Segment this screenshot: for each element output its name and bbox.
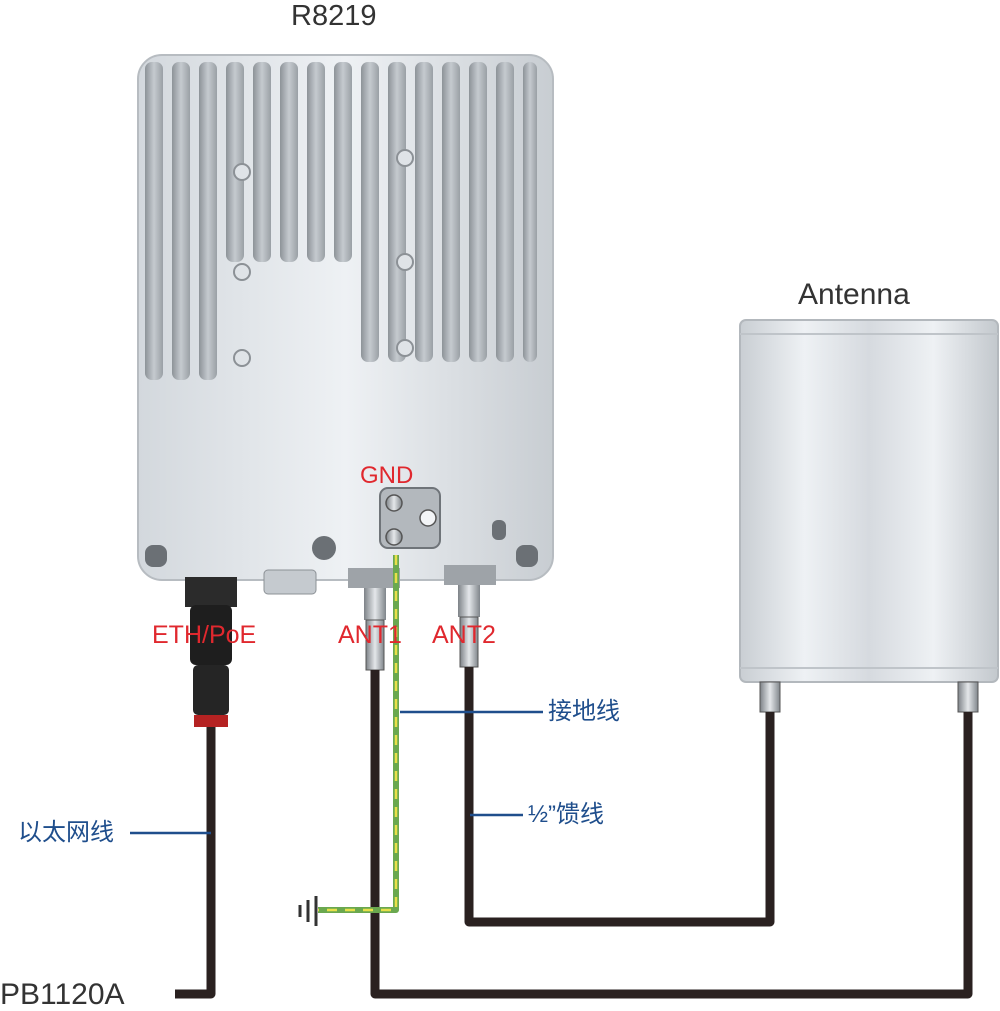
- ground-wire: [318, 555, 399, 913]
- ground-symbol-icon: [298, 896, 318, 926]
- feeder-label: ½”馈线: [528, 801, 605, 828]
- antenna-label: Antenna: [798, 278, 910, 311]
- antenna-port-1: [759, 681, 781, 713]
- ethernet-cable: [175, 727, 216, 999]
- device-model-label: R8219: [291, 0, 377, 32]
- ant1-feeder-cable: [370, 670, 973, 999]
- screw-icon: [385, 528, 403, 546]
- reader-device: [137, 54, 554, 581]
- leader-lines: [130, 710, 543, 835]
- eth-poe-connector: [185, 577, 237, 727]
- ant2-connector: [444, 565, 496, 668]
- screw-icon: [385, 494, 403, 512]
- ground-wire-label: 接地线: [548, 698, 620, 725]
- ant1-label: ANT1: [338, 621, 402, 649]
- antenna-port-2: [957, 681, 979, 713]
- heat-sink-fins: [145, 62, 537, 380]
- housing-holes: [145, 520, 538, 567]
- ant2-feeder-cable: [464, 667, 775, 927]
- poe-injector-label: PB1120A: [0, 978, 125, 1011]
- ant1-connector: [348, 568, 400, 671]
- ant2-label: ANT2: [432, 621, 496, 649]
- side-port: [263, 569, 317, 595]
- cables: [175, 555, 973, 999]
- antenna-radome: [739, 319, 999, 683]
- eth-poe-label: ETH/PoE: [152, 621, 257, 649]
- mounting-bosses: [233, 149, 414, 367]
- screw-icon: [419, 509, 437, 527]
- antenna-unit: [739, 319, 999, 713]
- gnd-bracket: [379, 487, 441, 549]
- ethernet-cable-label: 以太网线: [18, 819, 114, 846]
- gnd-label: GND: [360, 462, 414, 489]
